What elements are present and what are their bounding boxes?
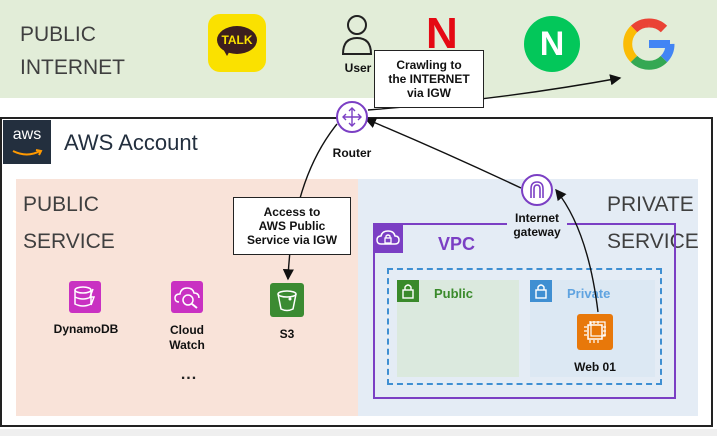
dynamodb-label: DynamoDB [53, 322, 119, 336]
google-logo-icon [623, 18, 675, 70]
cloudwatch-icon [171, 281, 203, 313]
router-label: Router [332, 146, 372, 160]
kakaotalk-logo-icon: TALK [208, 14, 266, 72]
vpc-cloud-icon [373, 223, 403, 253]
router-icon [336, 101, 368, 133]
cloudwatch-label: Cloud Watch [169, 323, 205, 352]
subnets-group [387, 268, 662, 385]
dynamodb-icon [69, 281, 101, 313]
public-internet-label-line1: PUBLIC [20, 23, 96, 46]
bottom-strip [0, 429, 717, 436]
access-callout: Access to AWS Public Service via IGW [233, 197, 351, 255]
user-icon [341, 15, 373, 55]
ec2-instance-icon [577, 314, 613, 350]
talk-badge-text: TALK [221, 33, 253, 47]
public-internet-label: PUBLIC INTERNET [20, 18, 125, 84]
public-subnet-lock-icon [397, 280, 419, 302]
user-label: User [344, 61, 372, 75]
naver-logo-icon: N [524, 16, 580, 72]
s3-label: S3 [279, 327, 295, 341]
aws-account-title: AWS Account [64, 130, 198, 155]
internet-gateway-icon [521, 174, 553, 206]
crawl-callout: Crawling to the INTERNET via IGW [374, 50, 484, 108]
private-subnet-lock-icon [530, 280, 552, 302]
s3-icon [270, 283, 304, 317]
private-subnet-label: Private [567, 286, 611, 301]
aws-logo-icon: aws [3, 120, 51, 164]
more-services-ellipsis: ... [180, 366, 198, 383]
public-service-label: PUBLIC SERVICE [23, 193, 115, 253]
public-subnet-label: Public [434, 286, 474, 301]
vpc-label: VPC [438, 234, 476, 254]
public-internet-label-line2: INTERNET [20, 56, 125, 79]
netflix-logo-icon: N [426, 9, 458, 58]
web-instance-label: Web 01 [574, 360, 616, 374]
internet-gateway-label: Internet gateway [507, 211, 567, 239]
